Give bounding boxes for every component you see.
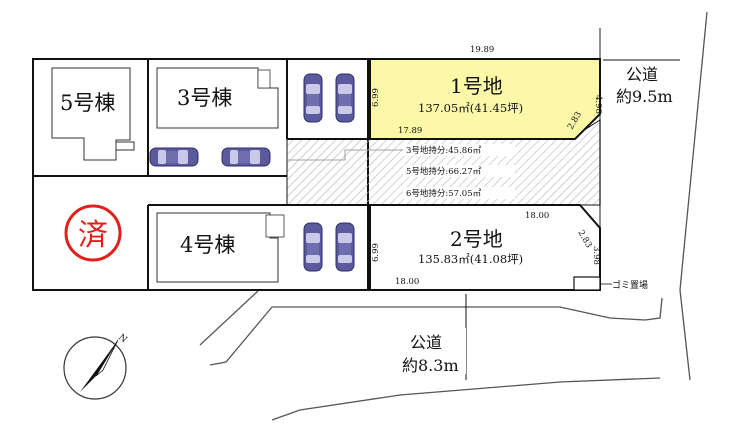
svg-text:19.89: 19.89	[470, 45, 494, 55]
svg-text:ゴミ置場: ゴミ置場	[612, 279, 648, 291]
garbage-label: ゴミ置場	[600, 279, 648, 291]
share-6: 6号地持分:57.05㎡	[406, 188, 482, 199]
building-3-label: 3号棟	[177, 86, 232, 110]
svg-text:約8.3m: 約8.3m	[402, 356, 459, 375]
building-5-label: 5号棟	[60, 91, 115, 115]
lot-2-area: 135.83㎡(41.08坪)	[418, 252, 523, 266]
lot-1	[369, 58, 601, 140]
lot-1-name: 1号地	[450, 74, 503, 98]
svg-text:6.99: 6.99	[371, 243, 381, 262]
building-5	[51, 67, 131, 161]
building-4	[156, 212, 279, 283]
share-5: 5号地持分:66.27㎡	[406, 166, 482, 177]
svg-text:公道: 公道	[410, 333, 442, 352]
svg-text:4.98: 4.98	[593, 95, 603, 114]
south-road-label: 公道 約8.3m	[400, 294, 467, 380]
east-road-label: 公道 約9.5m	[603, 59, 680, 106]
compass-icon: N	[63, 333, 129, 400]
building-3-steps	[257, 69, 271, 89]
sold-stamp: 済	[64, 204, 122, 262]
svg-text:公道: 公道	[626, 65, 658, 84]
svg-text:17.89: 17.89	[398, 126, 422, 136]
svg-text:済: 済	[78, 218, 108, 253]
svg-text:18.00: 18.00	[525, 211, 549, 221]
svg-text:3.98: 3.98	[591, 246, 601, 265]
dimensions: 19.89 6.99 4.98 17.89 2.83 18.00 6.99 2.…	[371, 45, 603, 287]
svg-text:N: N	[116, 333, 129, 346]
lot-2	[369, 204, 601, 291]
share-3: 3号地持分:45.86㎡	[406, 145, 482, 156]
svg-text:約9.5m: 約9.5m	[616, 87, 673, 106]
share-labels: 3号地持分:45.86㎡ 5号地持分:66.27㎡ 6号地持分:57.05㎡	[287, 144, 515, 199]
building-4-label: 4号棟	[180, 233, 235, 257]
lot-2-name: 2号地	[450, 227, 503, 251]
building-5-porch	[115, 141, 135, 151]
building-3	[156, 67, 279, 129]
svg-text:6.99: 6.99	[371, 88, 381, 107]
building-4-steps	[265, 214, 285, 238]
lot-1-area: 137.05㎡(41.45坪)	[418, 101, 523, 115]
lot-boundaries-west	[33, 59, 370, 291]
road-outline-south	[199, 290, 663, 421]
garbage-area	[573, 276, 601, 291]
svg-text:18.00: 18.00	[395, 277, 419, 287]
